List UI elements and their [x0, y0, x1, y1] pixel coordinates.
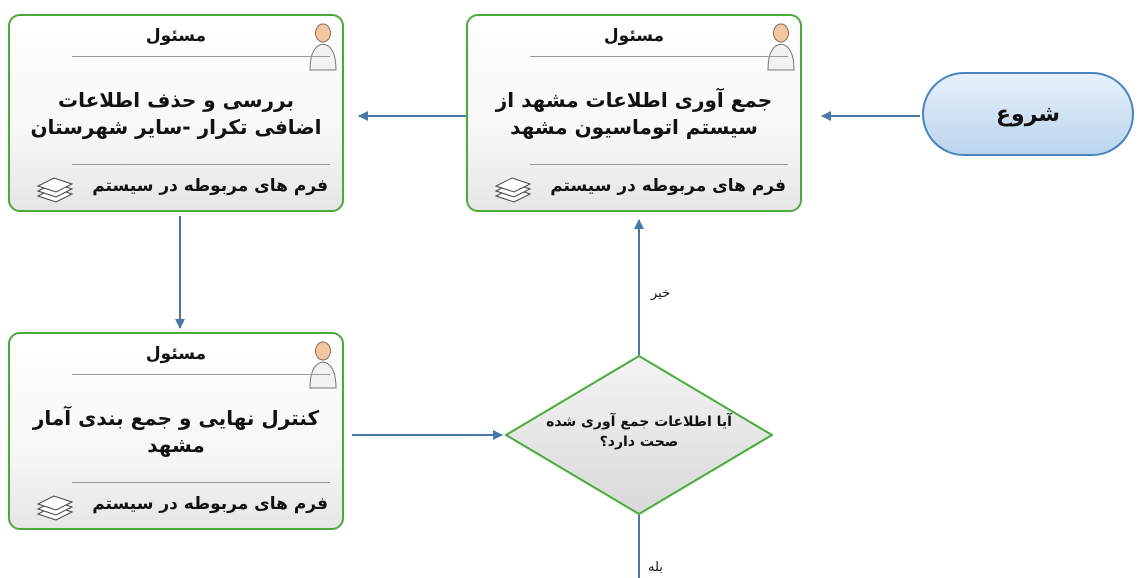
- person-icon: [309, 23, 337, 71]
- documents-icon: [36, 177, 74, 203]
- forms-label: فرم های مربوطه در سیستم: [92, 494, 328, 514]
- task-review-remove-extra[interactable]: مسئول بررسی و حذف اطلاعات اضافی تکرار -س…: [8, 14, 344, 212]
- person-icon: [767, 23, 795, 71]
- separator: [72, 374, 330, 375]
- separator: [530, 56, 788, 57]
- decision-question: آیا اطلاعات جمع آوری شده صحت دارد؟: [546, 414, 732, 450]
- yes-label: بله: [648, 560, 663, 575]
- documents-icon: [494, 177, 532, 203]
- forms-label: فرم های مربوطه در سیستم: [550, 176, 786, 196]
- task-title: کنترل نهایی و جمع بندی آمار مشهد: [32, 406, 320, 457]
- separator: [72, 56, 330, 57]
- decision-node[interactable]: [505, 355, 773, 515]
- task-collect-data[interactable]: مسئول جمع آوری اطلاعات مشهد از سیستم اتو…: [466, 14, 802, 212]
- task-title: جمع آوری اطلاعات مشهد از سیستم اتوماسیون…: [495, 88, 773, 139]
- person-icon: [309, 341, 337, 389]
- start-node[interactable]: شروع: [922, 72, 1134, 156]
- no-label: خیر: [651, 286, 671, 301]
- separator: [530, 164, 788, 165]
- start-label: شروع: [995, 101, 1061, 127]
- separator: [72, 482, 330, 483]
- task-title: بررسی و حذف اطلاعات اضافی تکرار -سایر شه…: [30, 88, 322, 139]
- role-label: مسئول: [145, 26, 207, 46]
- documents-icon: [36, 495, 74, 521]
- separator: [72, 164, 330, 165]
- task-final-control[interactable]: مسئول کنترل نهایی و جمع بندی آمار مشهد ف…: [8, 332, 344, 530]
- role-label: مسئول: [603, 26, 665, 46]
- role-label: مسئول: [145, 344, 207, 364]
- forms-label: فرم های مربوطه در سیستم: [92, 176, 328, 196]
